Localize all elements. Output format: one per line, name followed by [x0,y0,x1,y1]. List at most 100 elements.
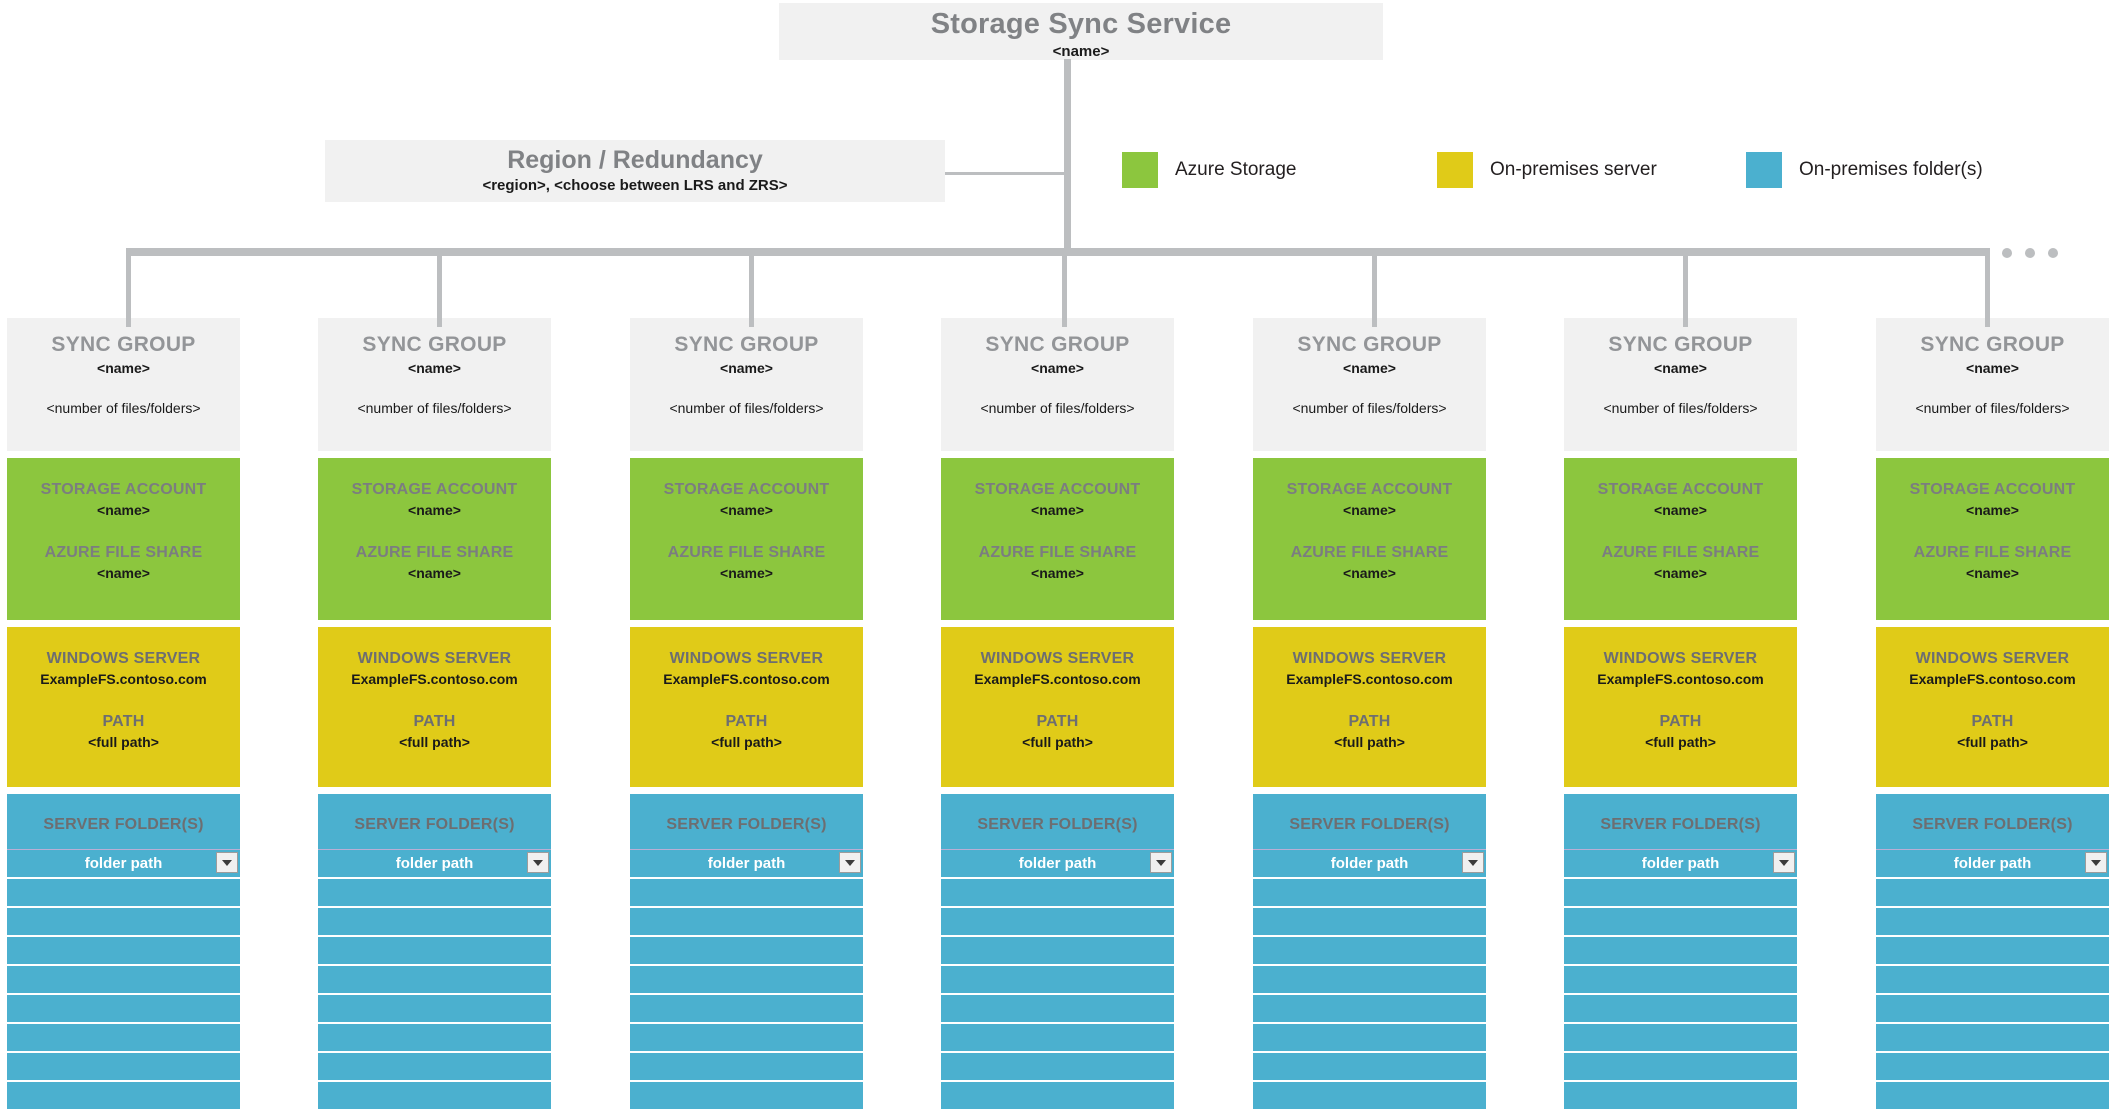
folder-path-dropdown[interactable]: folder path [1876,849,2109,879]
chevron-down-icon[interactable] [839,852,861,873]
storage-account-name: <name> [1031,502,1084,518]
folder-row[interactable] [318,908,551,937]
azure-file-share-label: AZURE FILE SHARE [667,544,826,561]
windows-server-name: ExampleFS.contoso.com [1909,671,2076,687]
folder-row[interactable] [1564,908,1797,937]
folder-row[interactable] [1876,908,2109,937]
azure-file-share-name: <name> [1654,565,1707,581]
server-folders-label: SERVER FOLDER(S) [1600,816,1761,833]
folder-path-dropdown[interactable]: folder path [1564,849,1797,879]
folder-row[interactable] [1253,937,1486,966]
folder-row[interactable] [318,995,551,1024]
sync-group-file-count: <number of files/folders> [669,400,824,416]
folder-row[interactable] [630,1053,863,1082]
folder-row[interactable] [1253,908,1486,937]
folder-path-dropdown[interactable]: folder path [630,849,863,879]
folder-row[interactable] [1253,879,1486,908]
folder-row[interactable] [1876,937,2109,966]
folder-path-dropdown[interactable]: folder path [941,849,1174,879]
chevron-down-icon[interactable] [2085,852,2107,873]
folder-row[interactable] [7,1024,240,1053]
folder-row[interactable] [7,966,240,995]
folder-row[interactable] [1876,1024,2109,1053]
folder-row[interactable] [1876,1053,2109,1082]
server-folders-label: SERVER FOLDER(S) [1912,816,2073,833]
folder-row[interactable] [941,1082,1174,1109]
folder-row[interactable] [318,937,551,966]
folder-row[interactable] [1253,966,1486,995]
folder-row[interactable] [1253,1024,1486,1053]
folder-row[interactable] [1876,1082,2109,1109]
folder-row[interactable] [318,1024,551,1053]
server-path-label: PATH [1348,713,1391,730]
folder-row[interactable] [941,966,1174,995]
folder-row[interactable] [630,1024,863,1053]
folder-path-dropdown[interactable]: folder path [7,849,240,879]
storage-account-name: <name> [408,502,461,518]
folder-row[interactable] [941,1053,1174,1082]
folder-row[interactable] [318,1082,551,1109]
folder-path-dropdown[interactable]: folder path [318,849,551,879]
folder-row[interactable] [1564,995,1797,1024]
sync-group-name: <name> [408,360,461,376]
folder-row[interactable] [630,966,863,995]
folder-row[interactable] [1564,937,1797,966]
folder-row[interactable] [941,995,1174,1024]
spacer [1876,520,2109,542]
folder-row[interactable] [1253,1082,1486,1109]
folder-row[interactable] [1564,1024,1797,1053]
folder-row[interactable] [1564,966,1797,995]
folder-row[interactable] [1564,879,1797,908]
azure-storage-box: STORAGE ACCOUNT <name> AZURE FILE SHARE … [1253,458,1486,620]
windows-server-box: WINDOWS SERVER ExampleFS.contoso.com PAT… [1564,627,1797,787]
azure-storage-box: STORAGE ACCOUNT <name> AZURE FILE SHARE … [941,458,1174,620]
folder-row[interactable] [7,1053,240,1082]
folder-row[interactable] [941,1024,1174,1053]
folder-row[interactable] [941,879,1174,908]
folder-row[interactable] [630,995,863,1024]
folder-row[interactable] [7,995,240,1024]
chevron-down-icon[interactable] [216,852,238,873]
sync-group-header-box: SYNC GROUP <name> <number of files/folde… [1253,318,1486,451]
windows-server-box: WINDOWS SERVER ExampleFS.contoso.com PAT… [318,627,551,787]
folder-row[interactable] [941,908,1174,937]
folder-row[interactable] [630,937,863,966]
server-path-value: <full path> [1334,734,1405,750]
folder-row[interactable] [7,879,240,908]
folder-row[interactable] [7,1082,240,1109]
folder-row[interactable] [1876,995,2109,1024]
chevron-down-icon[interactable] [1462,852,1484,873]
folder-row[interactable] [1564,1082,1797,1109]
folder-row[interactable] [7,908,240,937]
folder-path-dropdown[interactable]: folder path [1253,849,1486,879]
chevron-down-icon[interactable] [1773,852,1795,873]
legend-item-1: Azure Storage [1122,152,1296,188]
sync-group-drop-connector [1683,252,1688,327]
chevron-down-icon[interactable] [1150,852,1172,873]
folder-row[interactable] [1876,966,2109,995]
folder-row[interactable] [1564,1053,1797,1082]
azure-file-share-label: AZURE FILE SHARE [355,544,514,561]
azure-file-share-name: <name> [1343,565,1396,581]
folder-row[interactable] [7,937,240,966]
sync-group-name: <name> [1654,360,1707,376]
folder-row[interactable] [630,1082,863,1109]
folder-row[interactable] [318,1053,551,1082]
windows-server-name: ExampleFS.contoso.com [1597,671,1764,687]
folder-row[interactable] [1253,995,1486,1024]
sync-group-header-box: SYNC GROUP <name> <number of files/folde… [630,318,863,451]
folder-row[interactable] [941,937,1174,966]
sync-group-name: <name> [97,360,150,376]
folder-row[interactable] [1253,1053,1486,1082]
folder-row[interactable] [630,908,863,937]
folder-row[interactable] [1876,879,2109,908]
server-path-label: PATH [725,713,768,730]
spacer [7,520,240,542]
sync-group-drop-connector [437,252,442,327]
storage-account-label: STORAGE ACCOUNT [1909,481,2076,498]
folder-row[interactable] [318,966,551,995]
chevron-down-icon[interactable] [527,852,549,873]
sync-group-title: SYNC GROUP [362,333,507,356]
folder-row[interactable] [318,879,551,908]
folder-row[interactable] [630,879,863,908]
